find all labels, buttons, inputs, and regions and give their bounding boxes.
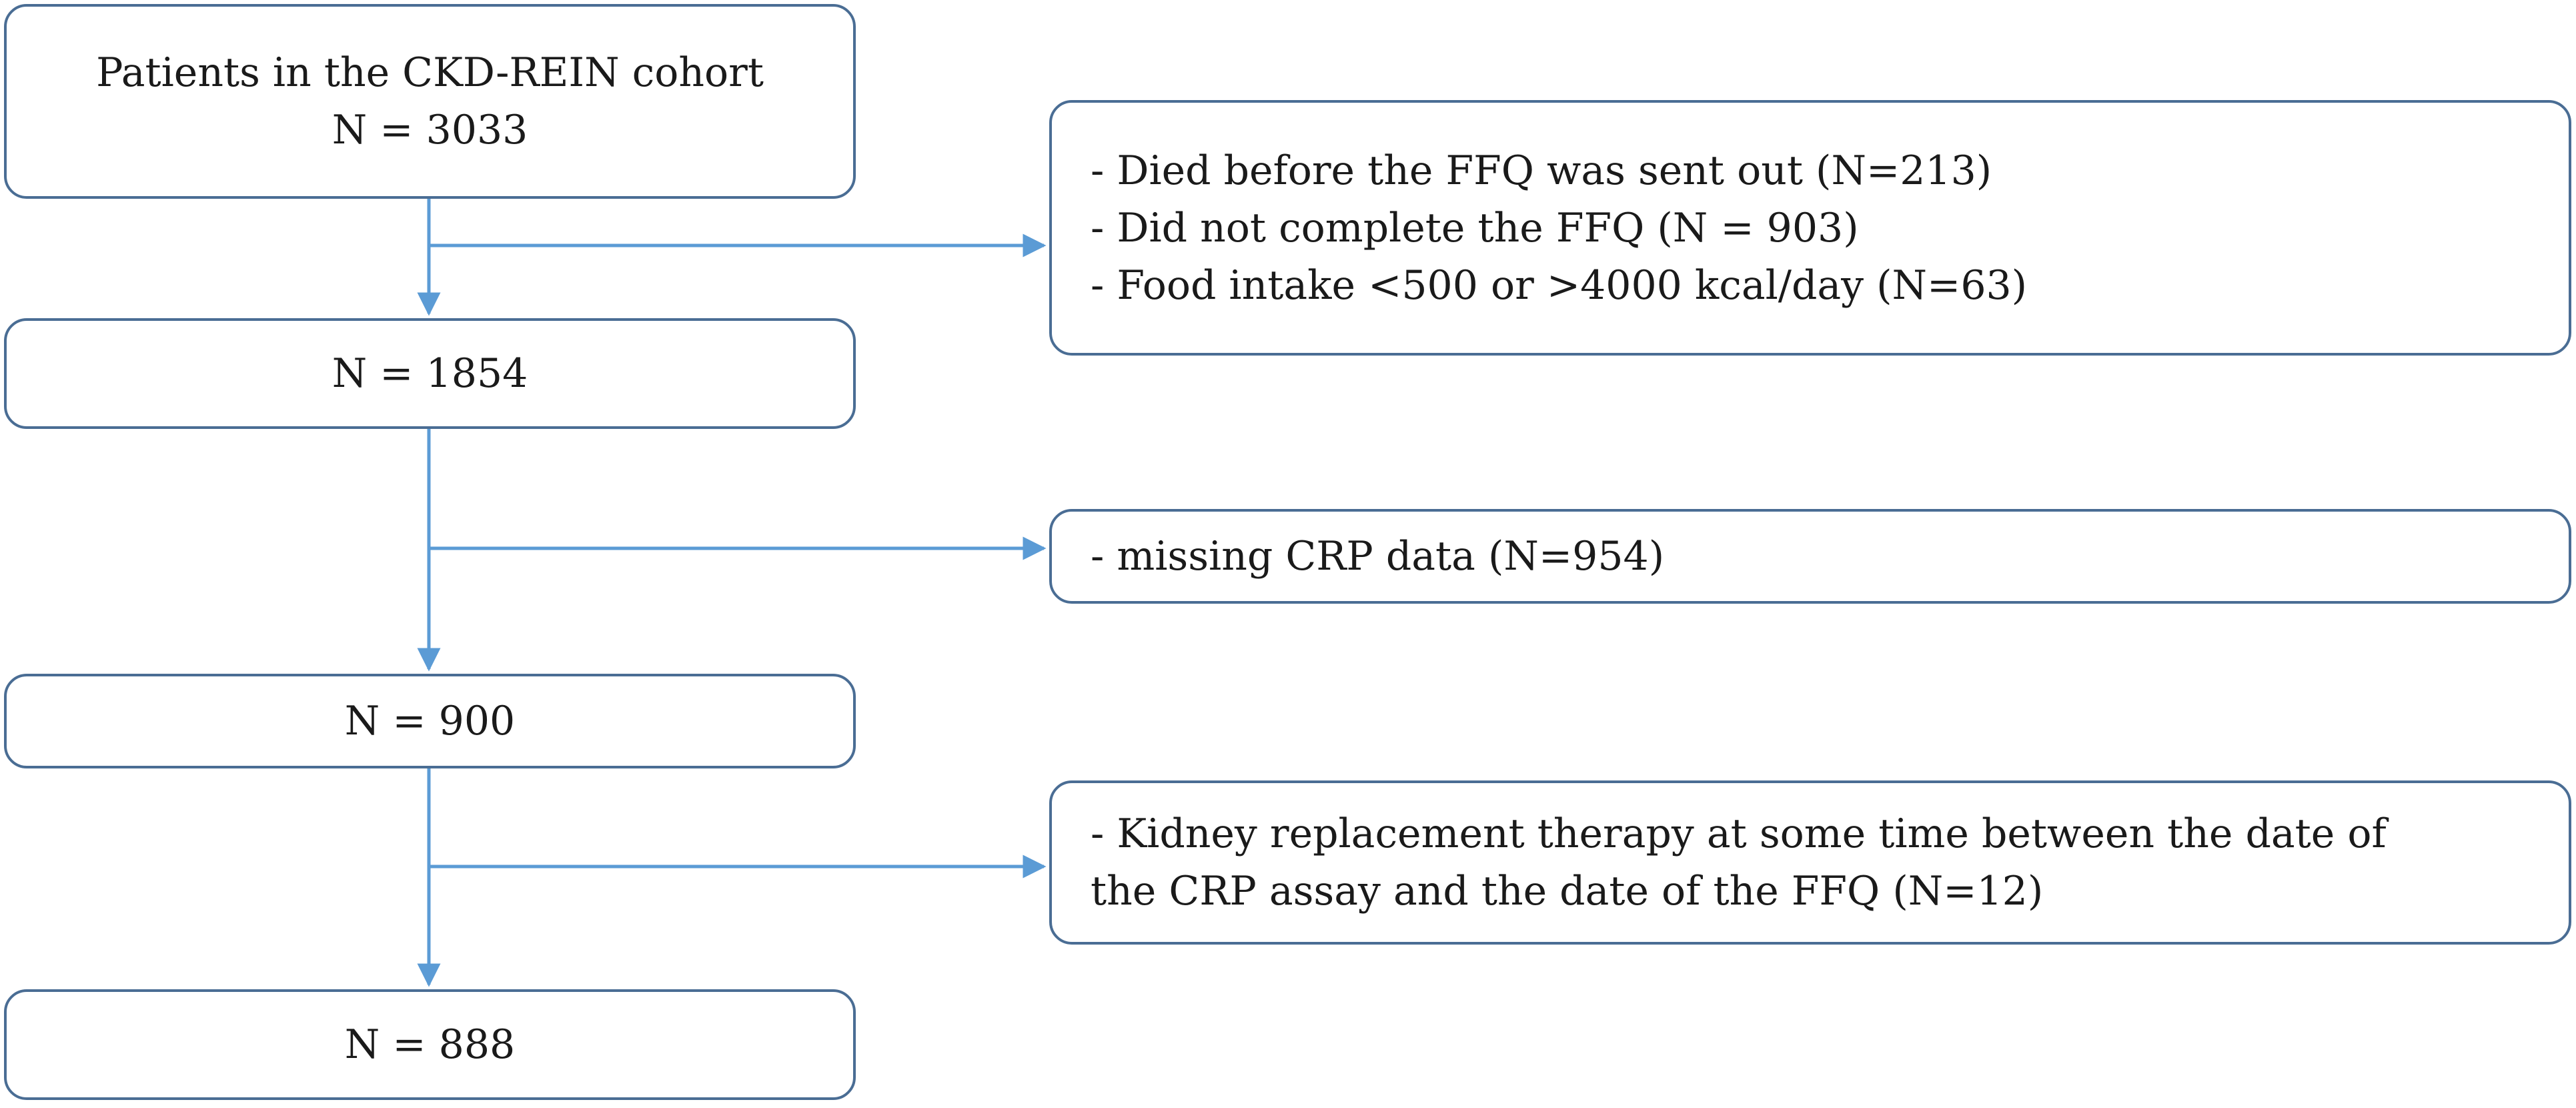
exclusion-3-line: - Kidney replacement therapy at some tim…: [1091, 810, 2387, 857]
exclusion-3-line: the CRP assay and the date of the FFQ (N…: [1091, 868, 2044, 915]
cohort-title: Patients in the CKD-REIN cohort: [96, 49, 764, 96]
exclusion-1-item: - Food intake <500 or >4000 kcal/day (N=…: [1091, 261, 2028, 309]
count-888: N = 888: [344, 1021, 516, 1068]
count-box-1854: N = 1854: [4, 318, 856, 429]
exclusion-1-item: - Died before the FFQ was sent out (N=21…: [1091, 147, 1992, 194]
cohort-count: N = 3033: [332, 107, 528, 153]
count-900: N = 900: [344, 698, 516, 744]
exclusion-box-1: - Died before the FFQ was sent out (N=21…: [1049, 100, 2571, 356]
cohort-box: Patients in the CKD-REIN cohort N = 3033: [4, 4, 856, 199]
count-box-900: N = 900: [4, 674, 856, 768]
exclusion-2-item: - missing CRP data (N=954): [1091, 533, 1665, 580]
exclusion-1-item: - Did not complete the FFQ (N = 903): [1091, 204, 1859, 251]
count-box-888: N = 888: [4, 989, 856, 1100]
exclusion-box-2: - missing CRP data (N=954): [1049, 509, 2571, 604]
count-1854: N = 1854: [332, 350, 528, 397]
exclusion-box-3: - Kidney replacement therapy at some tim…: [1049, 780, 2571, 945]
